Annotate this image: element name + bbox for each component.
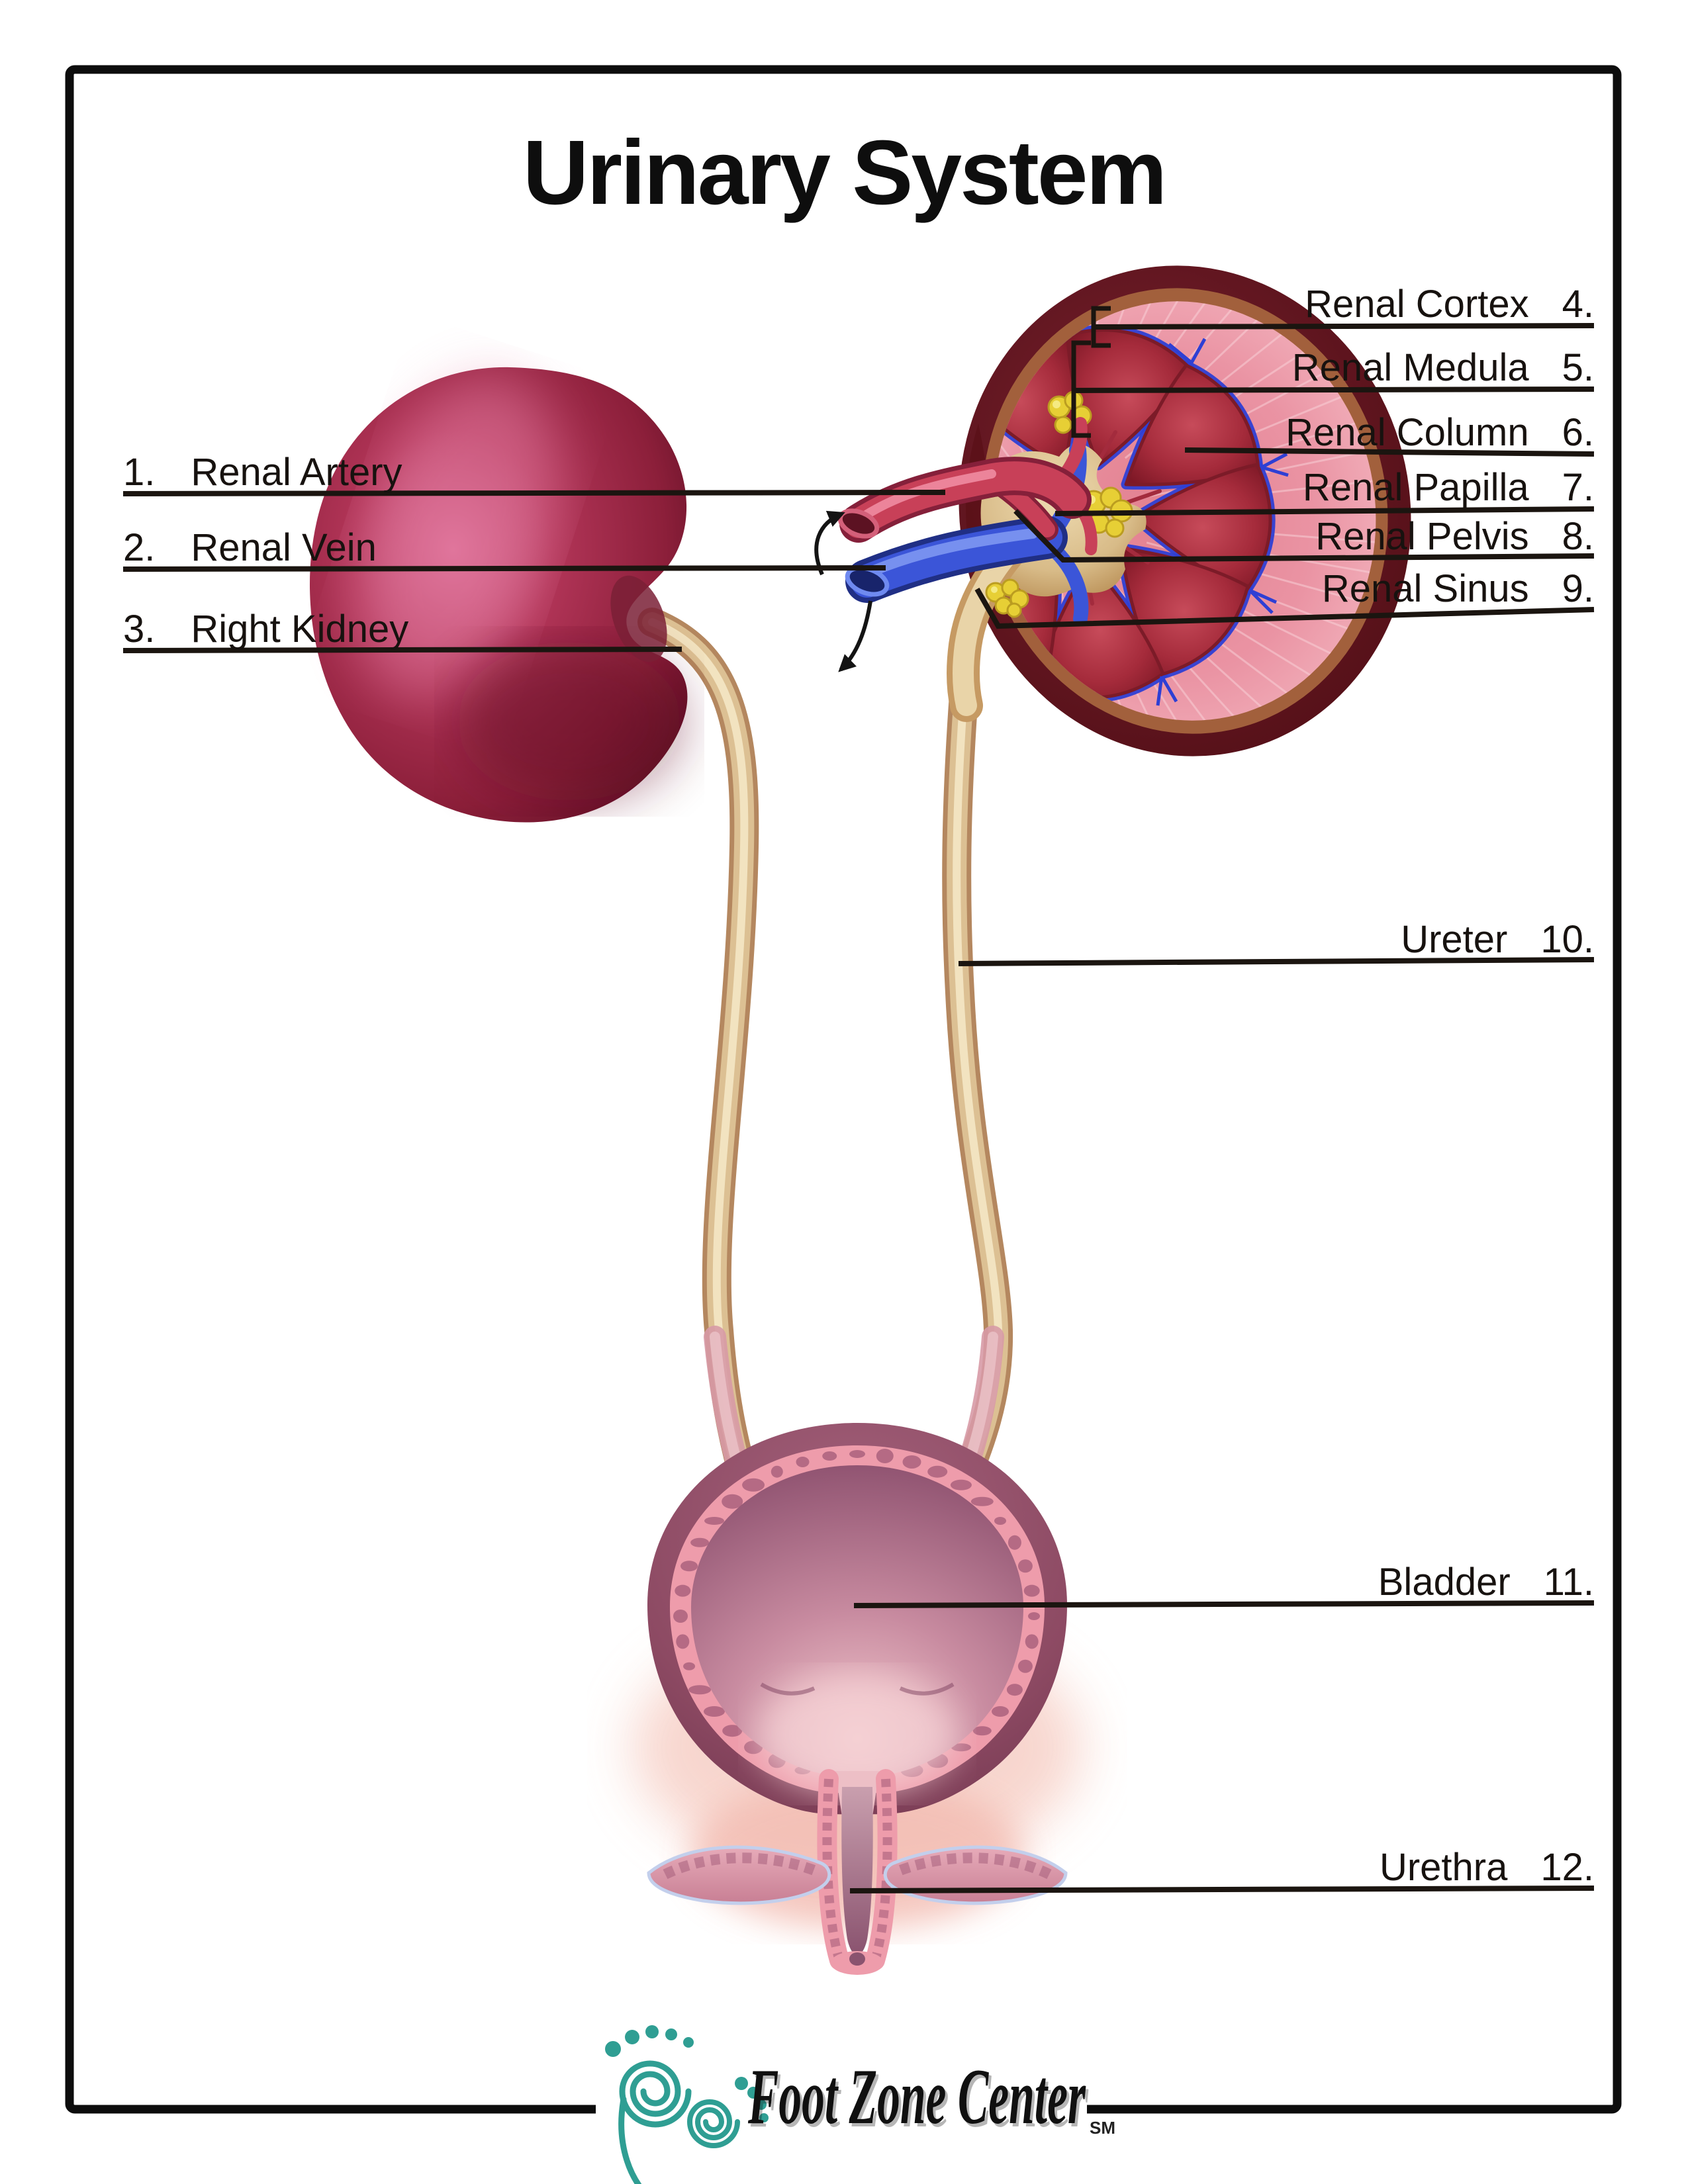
label-number: 6. bbox=[1562, 411, 1594, 454]
label-text: Renal Column bbox=[1286, 411, 1529, 454]
label-text: Ureter bbox=[1401, 918, 1508, 961]
line-bladder bbox=[853, 1600, 1595, 1608]
label-text: Bladder bbox=[1378, 1561, 1511, 1604]
feet-icon bbox=[605, 2025, 769, 2184]
label-number: 7. bbox=[1562, 466, 1594, 509]
line-ureter bbox=[958, 957, 1595, 966]
label-text: Renal Papilla bbox=[1302, 466, 1529, 509]
line-urethra bbox=[849, 1886, 1595, 1893]
connector-lines bbox=[122, 306, 1595, 1893]
label-text: Renal Cortex bbox=[1305, 283, 1529, 326]
label-number: 3. bbox=[123, 608, 156, 651]
label-renal-vein: 2. Renal Vein bbox=[123, 527, 377, 569]
label-bladder: Bladder 11. bbox=[1378, 1561, 1594, 1604]
label-text: Renal Artery bbox=[191, 451, 402, 494]
line-renal-medula bbox=[1073, 387, 1595, 393]
label-text: Urethra bbox=[1379, 1846, 1508, 1889]
artery-inflow-arrow bbox=[814, 510, 845, 576]
line-renal-vein bbox=[122, 565, 886, 572]
urethra bbox=[817, 1769, 898, 1975]
bladder-cavity bbox=[691, 1465, 1023, 1776]
renal-artery bbox=[837, 417, 1098, 555]
line-renal-cortex bbox=[1093, 323, 1595, 330]
label-urethra: Urethra 12. bbox=[1380, 1846, 1594, 1889]
logo-service-mark: SM bbox=[1090, 2118, 1115, 2138]
label-number: 12. bbox=[1540, 1846, 1594, 1889]
line-renal-pelvis bbox=[1013, 509, 1595, 563]
label-renal-sinus: Renal Sinus 9. bbox=[1322, 568, 1594, 610]
label-number: 2. bbox=[123, 526, 156, 569]
label-text: Renal Sinus bbox=[1321, 567, 1529, 610]
bracket-renal-medula bbox=[1071, 340, 1091, 438]
label-number: 9. bbox=[1562, 567, 1594, 610]
page-title: Urinary System bbox=[522, 122, 1168, 224]
ureter-funnel bbox=[946, 531, 1029, 722]
label-number: 10. bbox=[1540, 918, 1594, 961]
blood-flow-arrows bbox=[814, 510, 872, 672]
foot-zone-logo: Foot Zone Center Foot Zone Center SM bbox=[596, 2025, 1115, 2184]
label-renal-medula: Renal Medula 5. bbox=[1292, 347, 1594, 389]
label-number: 11. bbox=[1543, 1561, 1594, 1604]
label-renal-artery: 1. Renal Artery bbox=[123, 451, 402, 494]
label-renal-cortex: Renal Cortex 4. bbox=[1305, 283, 1594, 326]
label-number: 8. bbox=[1562, 515, 1594, 558]
line-renal-sinus bbox=[974, 588, 1595, 629]
label-text: Renal Vein bbox=[191, 526, 377, 569]
label-number: 1. bbox=[123, 451, 156, 494]
bladder bbox=[647, 1423, 1068, 1975]
svg-text:Foot Zone Center: Foot Zone Center bbox=[750, 2056, 1088, 2144]
whole-kidney bbox=[309, 367, 688, 823]
label-number: 4. bbox=[1562, 283, 1594, 326]
label-renal-pelvis: Renal Pelvis 8. bbox=[1315, 516, 1594, 558]
line-renal-column bbox=[1184, 447, 1595, 457]
label-text: Right Kidney bbox=[191, 608, 409, 651]
label-renal-column: Renal Column 6. bbox=[1286, 412, 1594, 454]
right-ureter bbox=[942, 680, 1013, 1504]
line-renal-papilla bbox=[1055, 506, 1595, 516]
logo-text: Foot Zone Center bbox=[747, 2052, 1086, 2140]
bracket-renal-cortex bbox=[1091, 306, 1111, 348]
label-text: Renal Medula bbox=[1291, 346, 1529, 389]
label-right-kidney: 3. Right Kidney bbox=[123, 608, 408, 651]
label-text: Renal Pelvis bbox=[1315, 515, 1529, 558]
vein-outflow-arrow bbox=[838, 600, 872, 672]
line-renal-artery bbox=[122, 490, 946, 496]
label-ureter: Ureter 10. bbox=[1401, 919, 1594, 961]
artery-branches-small bbox=[1084, 430, 1162, 606]
label-number: 5. bbox=[1562, 346, 1594, 389]
line-right-kidney bbox=[122, 647, 682, 653]
label-renal-papilla: Renal Papilla 7. bbox=[1303, 467, 1594, 509]
